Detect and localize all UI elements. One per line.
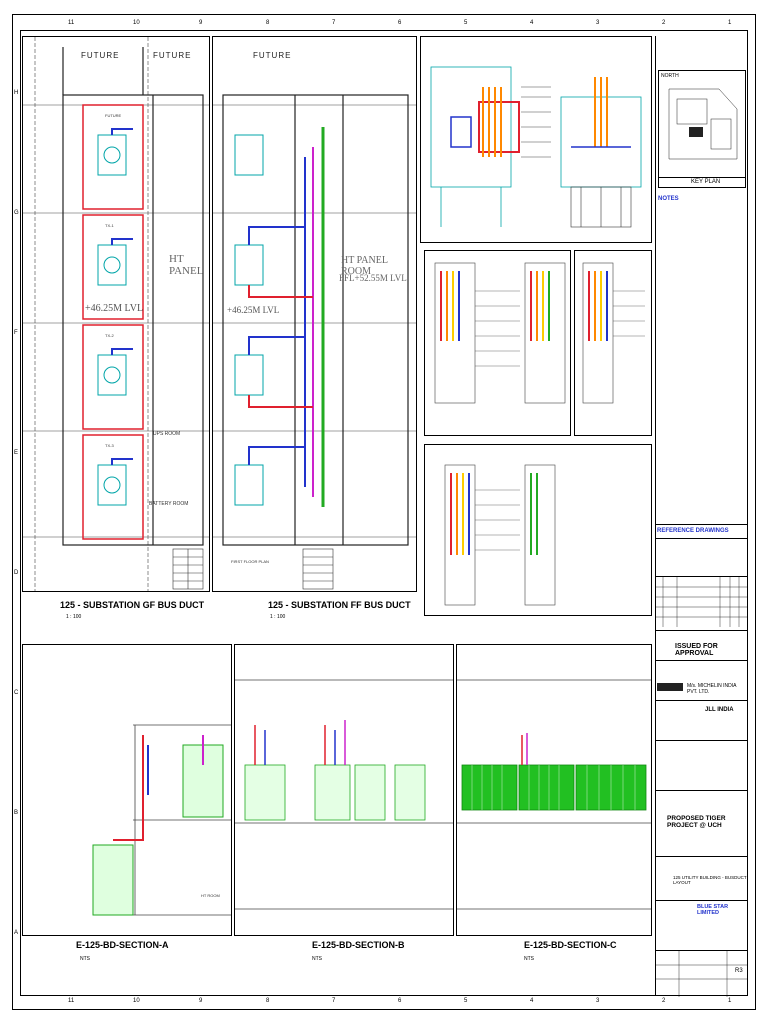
- svg-text:TX-2: TX-2: [105, 333, 114, 338]
- ff-future-label: FUTURE: [253, 51, 292, 60]
- ht-panel-label: HT PANEL: [169, 253, 204, 277]
- drawing-title-label: 125 UTILITY BUILDING - BUSDUCT LAYOUT: [673, 875, 747, 885]
- section-b-nts: NTS: [312, 956, 322, 962]
- drawing-sheet-border: [12, 14, 756, 1010]
- detail-1-panel: [420, 36, 652, 243]
- section-b-title: E-125-BD-SECTION-B: [312, 940, 405, 950]
- reference-drawings-row: REFERENCE DRAWINGS: [655, 524, 748, 538]
- drawing-title-row: 125 UTILITY BUILDING - BUSDUCT LAYOUT: [655, 856, 748, 896]
- gf-plan-title: 125 - SUBSTATION GF BUS DUCT: [60, 600, 205, 610]
- revision-grid: [655, 577, 748, 627]
- section-c-panel: [456, 644, 652, 936]
- title-block: [655, 36, 748, 996]
- ht-panel-room-label: HT PANEL ROOM: [341, 255, 388, 277]
- section-c-title: E-125-BD-SECTION-C: [524, 940, 617, 950]
- ffl-ff-label: FFL+52.55M LVL: [339, 273, 407, 283]
- contractor-label: BLUE STAR LIMITED: [697, 904, 729, 916]
- client-logo: [657, 683, 683, 691]
- section-a-title: E-125-BD-SECTION-A: [76, 940, 169, 950]
- purpose-row: ISSUED FOR APPROVAL: [655, 630, 748, 660]
- gf-plan-drawing: FUTURE TX-1 TX-2 TX-3: [23, 37, 209, 591]
- section-c-drawing: [457, 679, 651, 910]
- section-a-nts: NTS: [80, 956, 90, 962]
- svg-text:FUTURE: FUTURE: [105, 113, 122, 118]
- drawing-number-grid: [655, 951, 748, 997]
- svg-text:TX-3: TX-3: [105, 443, 114, 448]
- detail-3-drawing: [582, 262, 645, 404]
- first-floor-plan-label: FIRST FLOOR PLAN: [231, 559, 269, 564]
- ff-plan-scale: 1 : 100: [270, 614, 286, 620]
- future-label-1: FUTURE: [81, 51, 120, 60]
- revision-table: [655, 576, 748, 627]
- project-label: PROPOSED TIGER PROJECT @ UCH: [667, 815, 726, 829]
- key-plan-label: KEY PLAN: [691, 179, 721, 185]
- detail-4-panel: [424, 444, 652, 616]
- key-plan-title-box: KEY PLAN: [658, 178, 746, 188]
- ht-room-label: HT ROOM: [201, 893, 220, 898]
- ups-room-label: UPS ROOM: [153, 431, 181, 437]
- detail-4-drawing: [444, 464, 556, 606]
- detail-1-drawing: [430, 66, 642, 228]
- ff-plan-drawing: [213, 94, 416, 590]
- contractor-row: BLUE STAR LIMITED: [655, 900, 748, 950]
- purpose-label: ISSUED FOR APPROVAL: [675, 643, 718, 657]
- reference-drawings-heading: REFERENCE DRAWINGS: [657, 528, 729, 534]
- design-consultant-row: [655, 740, 748, 780]
- ffl-gf-label: +46.25M LVL: [85, 303, 144, 314]
- drawing-frame: [20, 30, 748, 996]
- key-plan-box: NORTH: [658, 70, 746, 178]
- key-plan-drawing: [668, 88, 738, 160]
- section-a-drawing: [92, 724, 231, 916]
- client-label: M/s. MICHELIN INDIA PVT. LTD.: [687, 683, 737, 695]
- notes-heading: NOTES: [658, 196, 679, 202]
- detail-2-panel: [424, 250, 571, 436]
- section-b-drawing: [235, 679, 453, 910]
- project-row: PROPOSED TIGER PROJECT @ UCH: [655, 790, 748, 846]
- ff-plan-title: 125 - SUBSTATION FF BUS DUCT: [268, 600, 411, 610]
- gf-plan-scale: 1 : 100: [66, 614, 82, 620]
- revision-label: R3: [735, 968, 743, 974]
- pmc-row: JLL INDIA: [655, 700, 748, 740]
- pmc-label: JLL INDIA: [705, 707, 734, 713]
- reference-list: [655, 538, 748, 576]
- north-label: NORTH: [661, 73, 679, 79]
- section-c-nts: NTS: [524, 956, 534, 962]
- client-row: M/s. MICHELIN INDIA PVT. LTD.: [655, 660, 748, 700]
- svg-text:TX-1: TX-1: [105, 223, 114, 228]
- ff-plan-panel: FUTURE HT PANEL ROOM FFL+52.55M LVL +46.…: [212, 36, 417, 592]
- detail-2-drawing: [434, 262, 566, 404]
- future-label-2: FUTURE: [153, 51, 192, 60]
- section-b-panel: [234, 644, 454, 936]
- detail-3-panel: [574, 250, 652, 436]
- section-a-panel: HT ROOM: [22, 644, 232, 936]
- battery-room-label: BATTERY ROOM: [149, 501, 189, 507]
- ffl-ff2-label: +46.25M LVL: [227, 305, 280, 315]
- gf-plan-panel: FUTURE TX-1 TX-2 TX-3 FUTURE FUTURE HT P…: [22, 36, 210, 592]
- drawing-number-row: R3: [655, 950, 748, 997]
